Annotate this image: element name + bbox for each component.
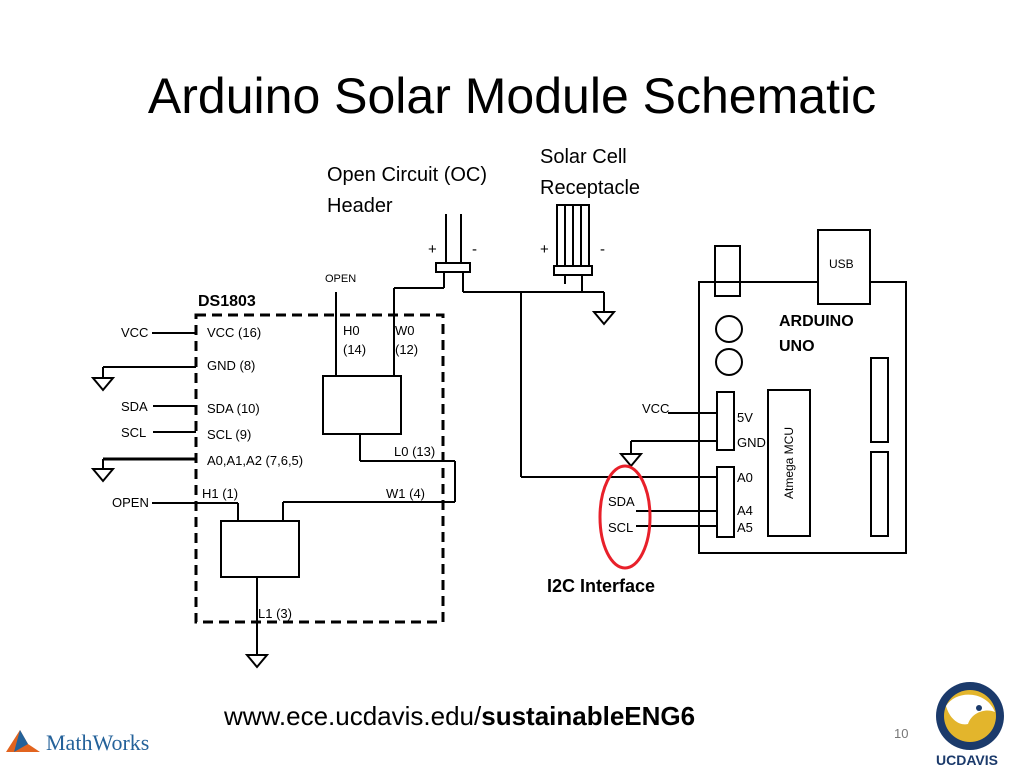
mcu-label: Atmega MCU	[782, 426, 796, 500]
oc-header-label: Open Circuit (OC)	[327, 164, 488, 186]
arduino-board	[698, 281, 907, 554]
sda-left-label: SDA	[121, 399, 148, 414]
capacitor-1	[715, 315, 743, 343]
usb-connector	[817, 229, 871, 305]
pin-addr-label: A0,A1,A2 (7,6,5)	[207, 453, 304, 468]
sda-right-label: SDA	[608, 494, 635, 509]
slide-title: Arduino Solar Module Schematic	[147, 68, 877, 124]
i2c-highlight-circle	[598, 464, 652, 570]
solar-minus-sign: -	[600, 241, 605, 258]
solar-cell-label-2: Receptacle	[540, 177, 641, 199]
arduino-label: ARDUINO	[779, 313, 854, 330]
course-url: www.ece.ucdavis.edu/sustainableENG6	[224, 700, 695, 732]
oc-plus-sign: +	[428, 241, 437, 258]
oc-header-label-2: Header	[327, 195, 393, 217]
url-prefix: www.ece.ucdavis.edu/	[224, 701, 482, 731]
slide-number: 10	[894, 726, 909, 741]
open-top-label: OPEN	[325, 273, 357, 285]
pin-vcc-label: VCC (16)	[207, 325, 262, 340]
analog-header	[716, 466, 735, 538]
ucdavis-logo-text: UCDAVIS	[936, 752, 998, 768]
ard-5v-label: 5V	[737, 410, 753, 425]
header-strip-2	[870, 451, 889, 537]
pin-w0-label: W0	[395, 323, 415, 338]
solar-plus-sign: +	[540, 241, 549, 258]
scl-left-label: SCL	[121, 425, 147, 440]
solar-cell-label: Solar Cell	[540, 146, 627, 168]
pin-h1-label: H1 (1)	[202, 486, 239, 501]
potentiometer-1	[220, 520, 300, 578]
header-strip-1	[870, 357, 889, 443]
pin-l1-label: L1 (3)	[258, 606, 292, 621]
pin-gnd-label: GND (8)	[207, 358, 256, 373]
vcc-right-label: VCC	[642, 401, 670, 416]
pin-scl-label: SCL (9)	[207, 427, 252, 442]
atmega-mcu-chip	[767, 389, 811, 537]
power-header	[716, 391, 735, 451]
pin-sda-label: SDA (10)	[207, 401, 260, 416]
pin-w1-label: W1 (4)	[386, 486, 425, 501]
ard-a4-label: A4	[737, 503, 753, 518]
oc-header-base	[435, 262, 471, 273]
vcc-left-label: VCC	[121, 325, 149, 340]
pin-w0-number: (12)	[395, 342, 419, 357]
mathworks-logo-text: MathWorks	[46, 730, 150, 755]
arduino-uno-label: UNO	[779, 338, 815, 355]
mathworks-logo-icon	[6, 730, 40, 752]
ard-a5-label: A5	[737, 520, 753, 535]
scl-right-label: SCL	[608, 520, 634, 535]
usb-label: USB	[829, 257, 854, 271]
ard-gnd-label: GND	[737, 435, 766, 450]
ard-a0-label: A0	[737, 470, 753, 485]
oc-minus-sign: -	[472, 241, 477, 258]
open-left-label: OPEN	[112, 495, 149, 510]
url-bold: sustainableENG6	[481, 701, 696, 731]
potentiometer-0	[322, 375, 402, 435]
pin-l0-label: L0 (13)	[394, 444, 436, 459]
ucdavis-logo-icon	[936, 682, 1004, 750]
i2c-interface-label: I2C Interface	[547, 576, 656, 596]
capacitor-2	[715, 348, 743, 376]
pin-h0-number: (14)	[343, 342, 367, 357]
power-jack	[714, 245, 741, 297]
pin-h0-label: H0	[343, 323, 360, 338]
ds1803-label: DS1803	[198, 293, 256, 310]
ds1803-box	[194, 313, 445, 624]
